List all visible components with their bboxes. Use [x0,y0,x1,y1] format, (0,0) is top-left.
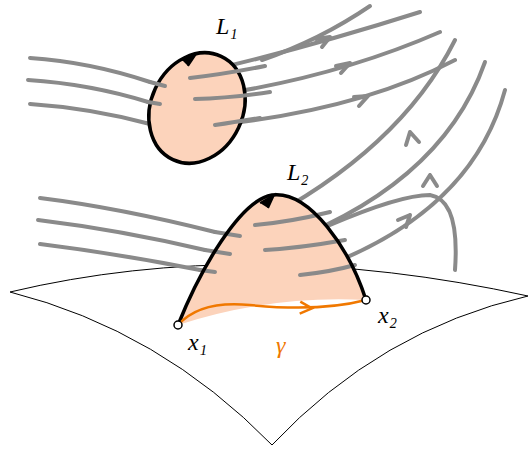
loop-label: L₁ [216,14,238,38]
path-gamma [178,300,366,325]
point-label: x₁ [188,330,207,354]
path-label: γ [276,333,285,357]
surface-edge [10,292,272,445]
surface-edge [272,296,528,445]
flux-lines-front [200,212,355,275]
gamma-arrow [300,302,313,315]
loop-label: L₂ [287,160,309,184]
flux-lines-front [148,66,270,125]
surface-l2 [178,195,366,325]
loop-l2 [178,195,366,325]
loop-arrow [182,54,196,66]
endpoint [362,296,370,304]
loop-l1 [131,37,263,179]
loop-arrow [260,195,274,208]
endpoint [174,321,182,329]
point-label: x₂ [378,303,397,327]
